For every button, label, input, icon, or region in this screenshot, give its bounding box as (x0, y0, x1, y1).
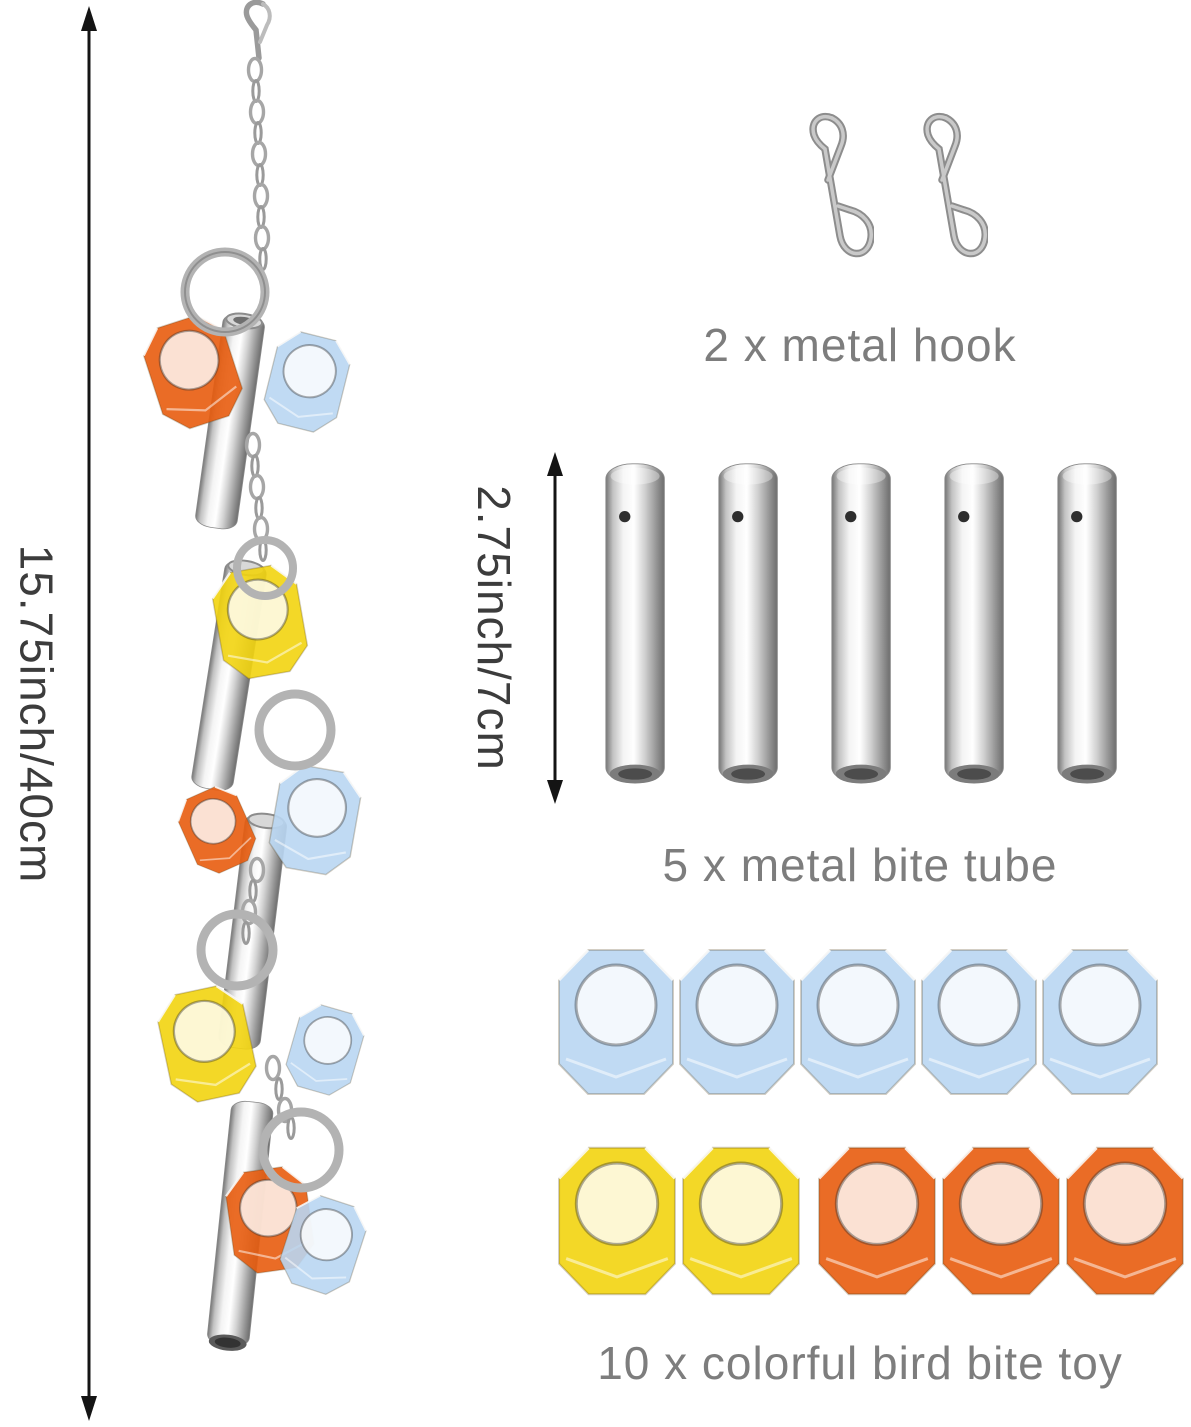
bite-toy-blue (799, 948, 917, 1096)
toy-height-arrow (81, 6, 97, 1421)
bite-toys-row-blue (556, 946, 1160, 1098)
metal-tube-image (944, 463, 1004, 784)
bite-toy-orange (817, 1146, 937, 1296)
bite-toy-orange (1065, 1146, 1185, 1296)
toy-crystal-blue (280, 999, 370, 1101)
bite-toy-blue (557, 948, 675, 1096)
toy-split-rings (180, 247, 344, 1193)
metal-tube-image (605, 463, 665, 784)
metal-tubes-group (604, 450, 1122, 802)
metal-tube-image (1057, 463, 1117, 784)
toy-height-label: 15.75inch/40cm (10, 544, 63, 883)
bite-toys-count-label: 10 x colorful bird bite toy (597, 1337, 1123, 1389)
bite-toy-yellow (557, 1146, 677, 1296)
metal-tube-image (831, 463, 891, 784)
metal-hook-image (798, 110, 874, 282)
tube-length-label: 2.75inch/7cm (468, 484, 521, 771)
bite-toys-row-warm (556, 1138, 1186, 1304)
tubes-count-label: 5 x metal bite tube (662, 839, 1058, 891)
bite-toy-blue (678, 948, 796, 1096)
bite-toy-blue (1041, 948, 1159, 1096)
hanger-clip-icon (243, 0, 272, 61)
bite-toy-orange (941, 1146, 1061, 1296)
tube-length-arrow (547, 452, 563, 804)
bite-toy-yellow (681, 1146, 801, 1296)
toy-crystal-blue (258, 326, 356, 438)
hanging-toy-image (135, 0, 373, 1351)
bite-toy-blue (920, 948, 1038, 1096)
hooks-count-label: 2 x metal hook (703, 319, 1017, 371)
metal-hook-image (912, 110, 988, 282)
metal-tube-image (718, 463, 778, 784)
